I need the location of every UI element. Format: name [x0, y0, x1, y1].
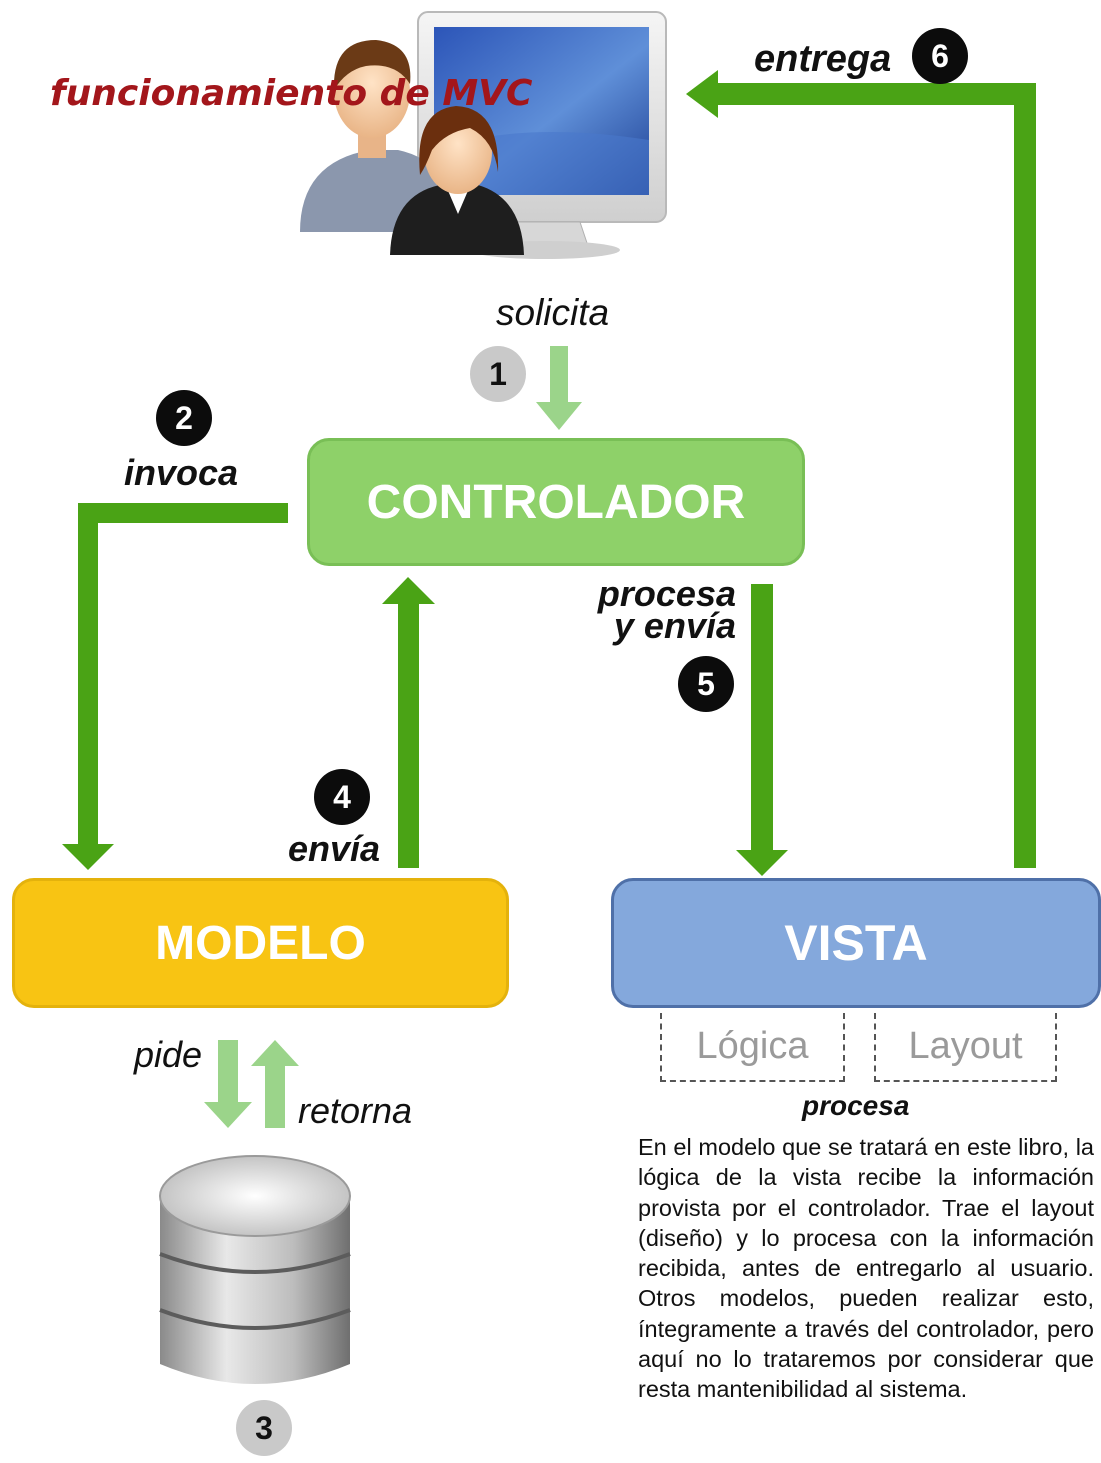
vista-logica-part: Lógica [660, 1013, 845, 1082]
step-3-badge: 3 [236, 1400, 292, 1456]
vista-box: VISTA [611, 878, 1101, 1008]
arrow-retorna [251, 1040, 299, 1128]
controlador-label: CONTROLADOR [366, 475, 746, 529]
users-computer-icon [300, 11, 667, 259]
arrow-invoca [62, 503, 288, 870]
retorna-label: retorna [298, 1090, 413, 1131]
modelo-box: MODELO [12, 878, 509, 1008]
modelo-label: MODELO [155, 916, 366, 970]
step-4-badge: 4 [314, 769, 370, 825]
step-2-label: invoca [124, 452, 239, 493]
step-6-label: entrega [754, 38, 892, 80]
logica-label: Lógica [696, 1025, 809, 1067]
vista-layout-part: Layout [874, 1013, 1057, 1082]
arrow-envia [382, 577, 435, 868]
arrow-procesa-envia [736, 584, 788, 876]
pide-label: pide [134, 1034, 203, 1075]
arrow-pide [204, 1040, 252, 1128]
arrow-entrega [686, 70, 1036, 868]
step-4-label: envía [288, 828, 381, 869]
vista-caption: procesa [802, 1090, 910, 1121]
step-1-label: solicita [496, 292, 610, 333]
description-paragraph: En el modelo que se tratará en este libr… [638, 1134, 1094, 1403]
database-icon [159, 1155, 351, 1384]
step-5-badge: 5 [678, 656, 734, 712]
vista-label: VISTA [784, 915, 928, 971]
layout-label: Layout [908, 1025, 1023, 1067]
controlador-box: CONTROLADOR [307, 438, 805, 566]
page-title: funcionamiento de MVC [50, 73, 533, 114]
arrow-solicita [536, 346, 582, 430]
step-2-badge: 2 [156, 390, 212, 446]
step-1-badge: 1 [470, 346, 526, 402]
step-6-badge: 6 [912, 28, 968, 84]
step-5-label: procesa y envía [597, 573, 736, 646]
